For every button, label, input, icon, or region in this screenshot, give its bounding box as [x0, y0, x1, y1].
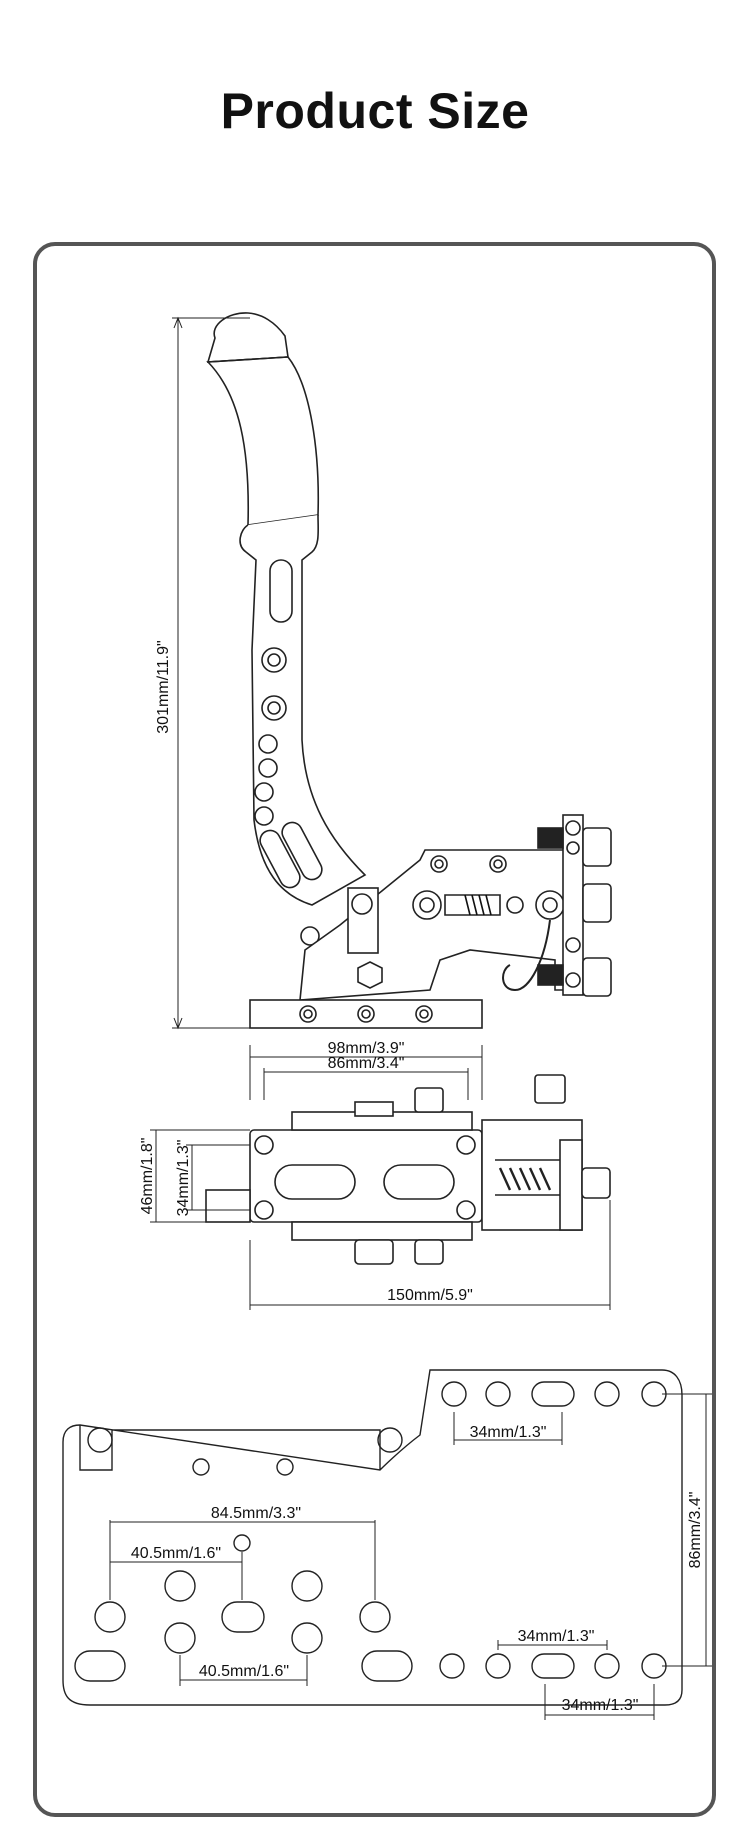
plate-bottom-right-spacing-label: 34mm/1.3" — [562, 1697, 639, 1714]
base-plate — [62, 1369, 712, 1720]
plate-upper-spacing-label: 40.5mm/1.6" — [131, 1545, 221, 1562]
plate-span-label: 84.5mm/3.3" — [211, 1505, 301, 1522]
top-height-inner-label: 34mm/1.3" — [175, 1140, 192, 1217]
top-height-outer-label: 46mm/1.8" — [139, 1138, 156, 1215]
top-width-inner-label: 86mm/3.4" — [328, 1055, 405, 1072]
plate-top-spacing-label: 34mm/1.3" — [470, 1424, 547, 1441]
handbrake-top-view — [150, 1045, 611, 1310]
top-width-outer-label: 98mm/3.9" — [328, 1040, 405, 1057]
top-length-label: 150mm/5.9" — [387, 1287, 473, 1304]
side-height-label: 301mm/11.9" — [155, 640, 172, 733]
page-title: Product Size — [220, 83, 530, 139]
plate-lower-spacing-label: 40.5mm/1.6" — [199, 1663, 289, 1680]
plate-bottom-spacing-label: 34mm/1.3" — [518, 1628, 595, 1645]
handbrake-side-view — [172, 312, 612, 1030]
content-frame — [33, 242, 716, 1817]
plate-right-height-label: 86mm/3.4" — [687, 1492, 704, 1569]
